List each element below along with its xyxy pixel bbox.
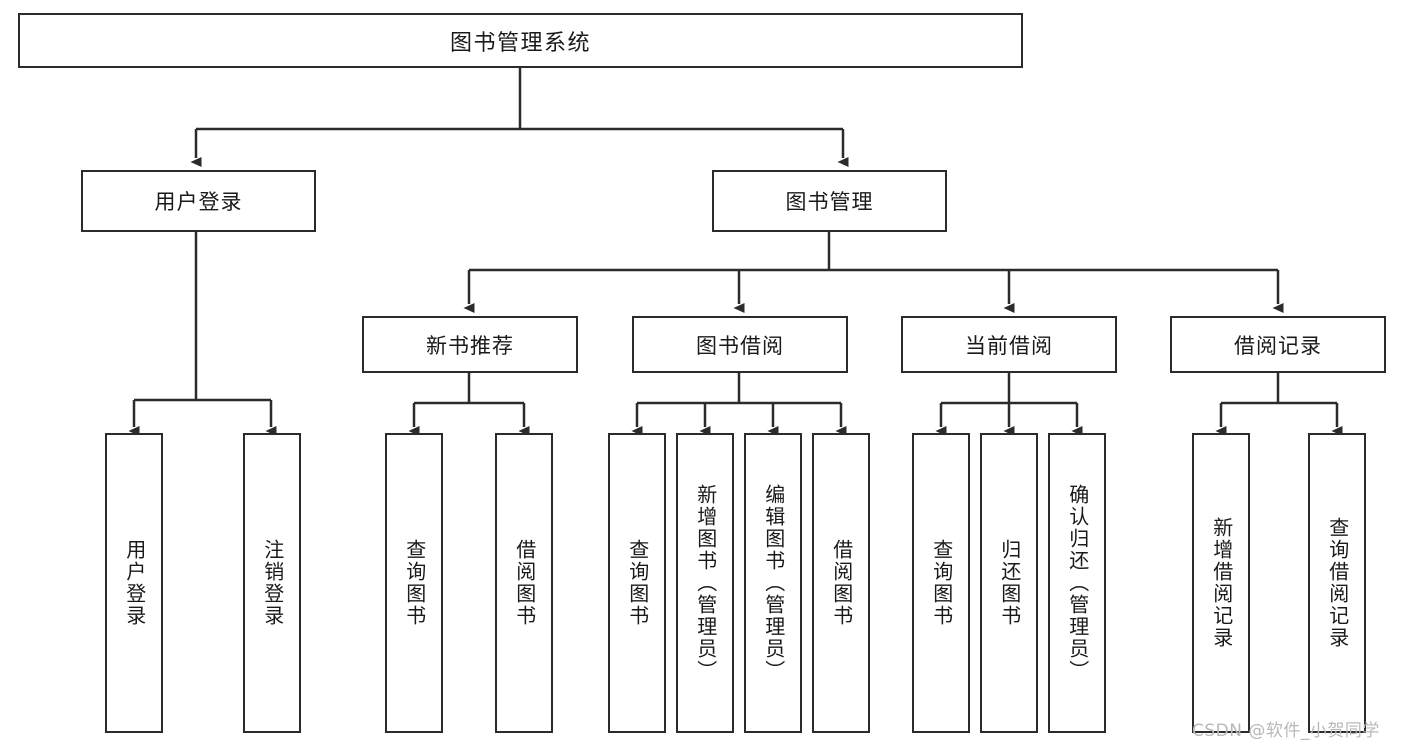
leaf-borrow-add-book-admin[interactable]: 新增图书（管理员） [676,433,734,733]
leaf-user-login-login[interactable]: 用户登录 [105,433,163,733]
leaf-record-query-record[interactable]: 查询借阅记录 [1308,433,1366,733]
leaf-label: 编辑图书（管理员） [761,484,786,682]
leaf-label: 新增图书（管理员） [693,484,718,682]
leaf-borrow-borrow-book[interactable]: 借阅图书 [812,433,870,733]
leaf-current-confirm-return-admin[interactable]: 确认归还（管理员） [1048,433,1106,733]
leaf-label: 确认归还（管理员） [1065,484,1090,682]
leaf-label: 用户登录 [122,539,147,627]
leaf-new-book-borrow[interactable]: 借阅图书 [495,433,553,733]
leaf-label: 查询图书 [929,539,954,627]
leaf-borrow-query-book[interactable]: 查询图书 [608,433,666,733]
node-user-login[interactable]: 用户登录 [81,170,316,232]
node-book-management[interactable]: 图书管理 [712,170,947,232]
node-root-system[interactable]: 图书管理系统 [18,13,1023,68]
leaf-label: 新增借阅记录 [1209,517,1234,649]
leaf-label: 查询借阅记录 [1325,517,1350,649]
csdn-watermark: CSDN @软件_小贺同学 [1192,721,1380,741]
leaf-current-query-book[interactable]: 查询图书 [912,433,970,733]
node-current-borrow[interactable]: 当前借阅 [901,316,1117,373]
leaf-label: 借阅图书 [829,539,854,627]
leaf-user-login-logout[interactable]: 注销登录 [243,433,301,733]
node-new-book-recommend[interactable]: 新书推荐 [362,316,578,373]
leaf-borrow-edit-book-admin[interactable]: 编辑图书（管理员） [744,433,802,733]
leaf-label: 查询图书 [402,539,427,627]
node-borrow-record[interactable]: 借阅记录 [1170,316,1386,373]
node-book-borrow[interactable]: 图书借阅 [632,316,848,373]
leaf-current-return-book[interactable]: 归还图书 [980,433,1038,733]
leaf-label: 归还图书 [997,539,1022,627]
leaf-label: 借阅图书 [512,539,537,627]
leaf-label: 查询图书 [625,539,650,627]
leaf-record-add-record[interactable]: 新增借阅记录 [1192,433,1250,733]
leaf-new-book-query[interactable]: 查询图书 [385,433,443,733]
leaf-label: 注销登录 [260,539,285,627]
